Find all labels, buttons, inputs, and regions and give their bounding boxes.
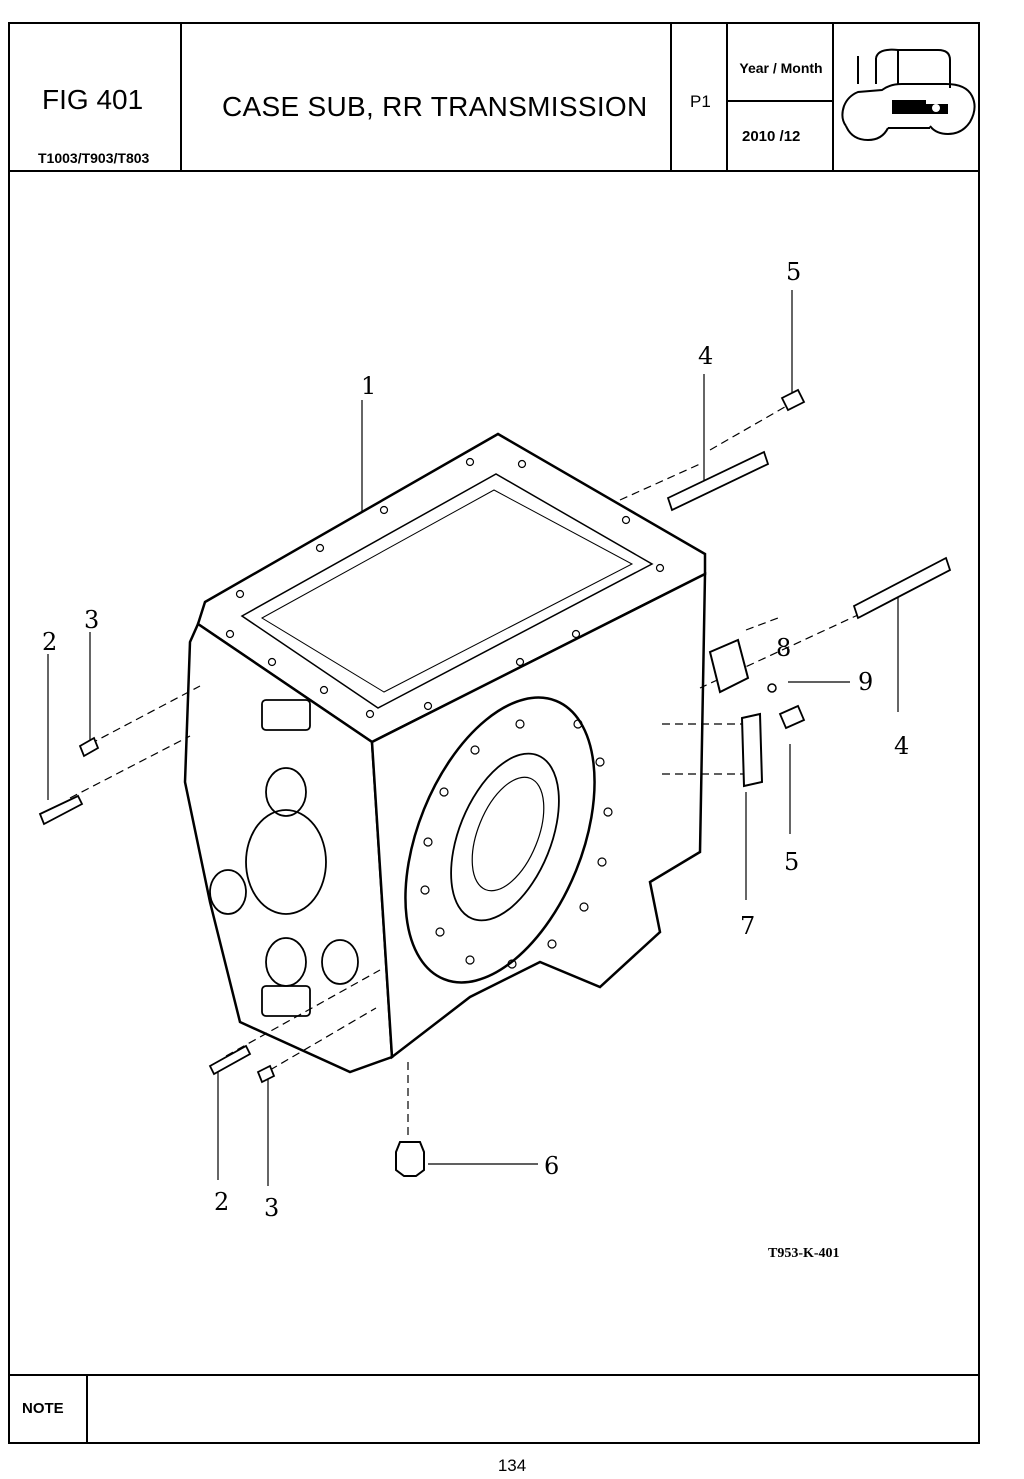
callout-2-bottom: 2 bbox=[214, 1188, 229, 1216]
callout-3-bottom: 3 bbox=[264, 1194, 279, 1222]
note-area: NOTE bbox=[10, 1374, 978, 1444]
page-title: CASE SUB, RR TRANSMISSION bbox=[222, 91, 648, 122]
year-month-label: Year / Month bbox=[728, 24, 834, 102]
page-code: P1 bbox=[690, 92, 711, 111]
revision-date: 2010 /12 bbox=[742, 128, 801, 145]
callout-2-left: 2 bbox=[42, 628, 57, 656]
fig-cell: FIG 401 T1003/T903/T803 bbox=[10, 24, 182, 170]
note-label-cell: NOTE bbox=[10, 1376, 88, 1444]
callout-8: 8 bbox=[776, 634, 791, 662]
callout-4-right: 4 bbox=[894, 732, 909, 760]
header-block: FIG 401 T1003/T903/T803 CASE SUB, RR TRA… bbox=[10, 24, 978, 172]
callout-1: 1 bbox=[361, 372, 376, 400]
callout-6: 6 bbox=[544, 1152, 559, 1180]
callout-7: 7 bbox=[740, 912, 755, 940]
page-frame: FIG 401 T1003/T903/T803 CASE SUB, RR TRA… bbox=[8, 22, 980, 1444]
callout-4-top: 4 bbox=[698, 342, 713, 370]
title-cell: CASE SUB, RR TRANSMISSION bbox=[182, 24, 672, 170]
callout-5-top: 5 bbox=[786, 258, 801, 286]
callout-9: 9 bbox=[858, 668, 873, 696]
page-number: 134 bbox=[497, 1456, 527, 1475]
exploded-parts-diagram: 1 2 3 4 5 4 5 6 7 8 9 2 3 T953-K-401 bbox=[38, 258, 952, 1261]
drawing-reference-code: T953-K-401 bbox=[768, 1246, 840, 1261]
tractor-icon bbox=[841, 48, 976, 142]
model-list: T1003/T903/T803 bbox=[38, 150, 150, 166]
logo-cell bbox=[834, 24, 978, 170]
figure-number: FIG 401 bbox=[42, 84, 144, 115]
callout-5-right: 5 bbox=[784, 848, 799, 876]
note-label: NOTE bbox=[22, 1400, 64, 1417]
date-cell: Year / Month 2010 /12 bbox=[728, 24, 834, 170]
callout-3-left: 3 bbox=[84, 606, 99, 634]
page-code-cell: P1 bbox=[672, 24, 728, 170]
